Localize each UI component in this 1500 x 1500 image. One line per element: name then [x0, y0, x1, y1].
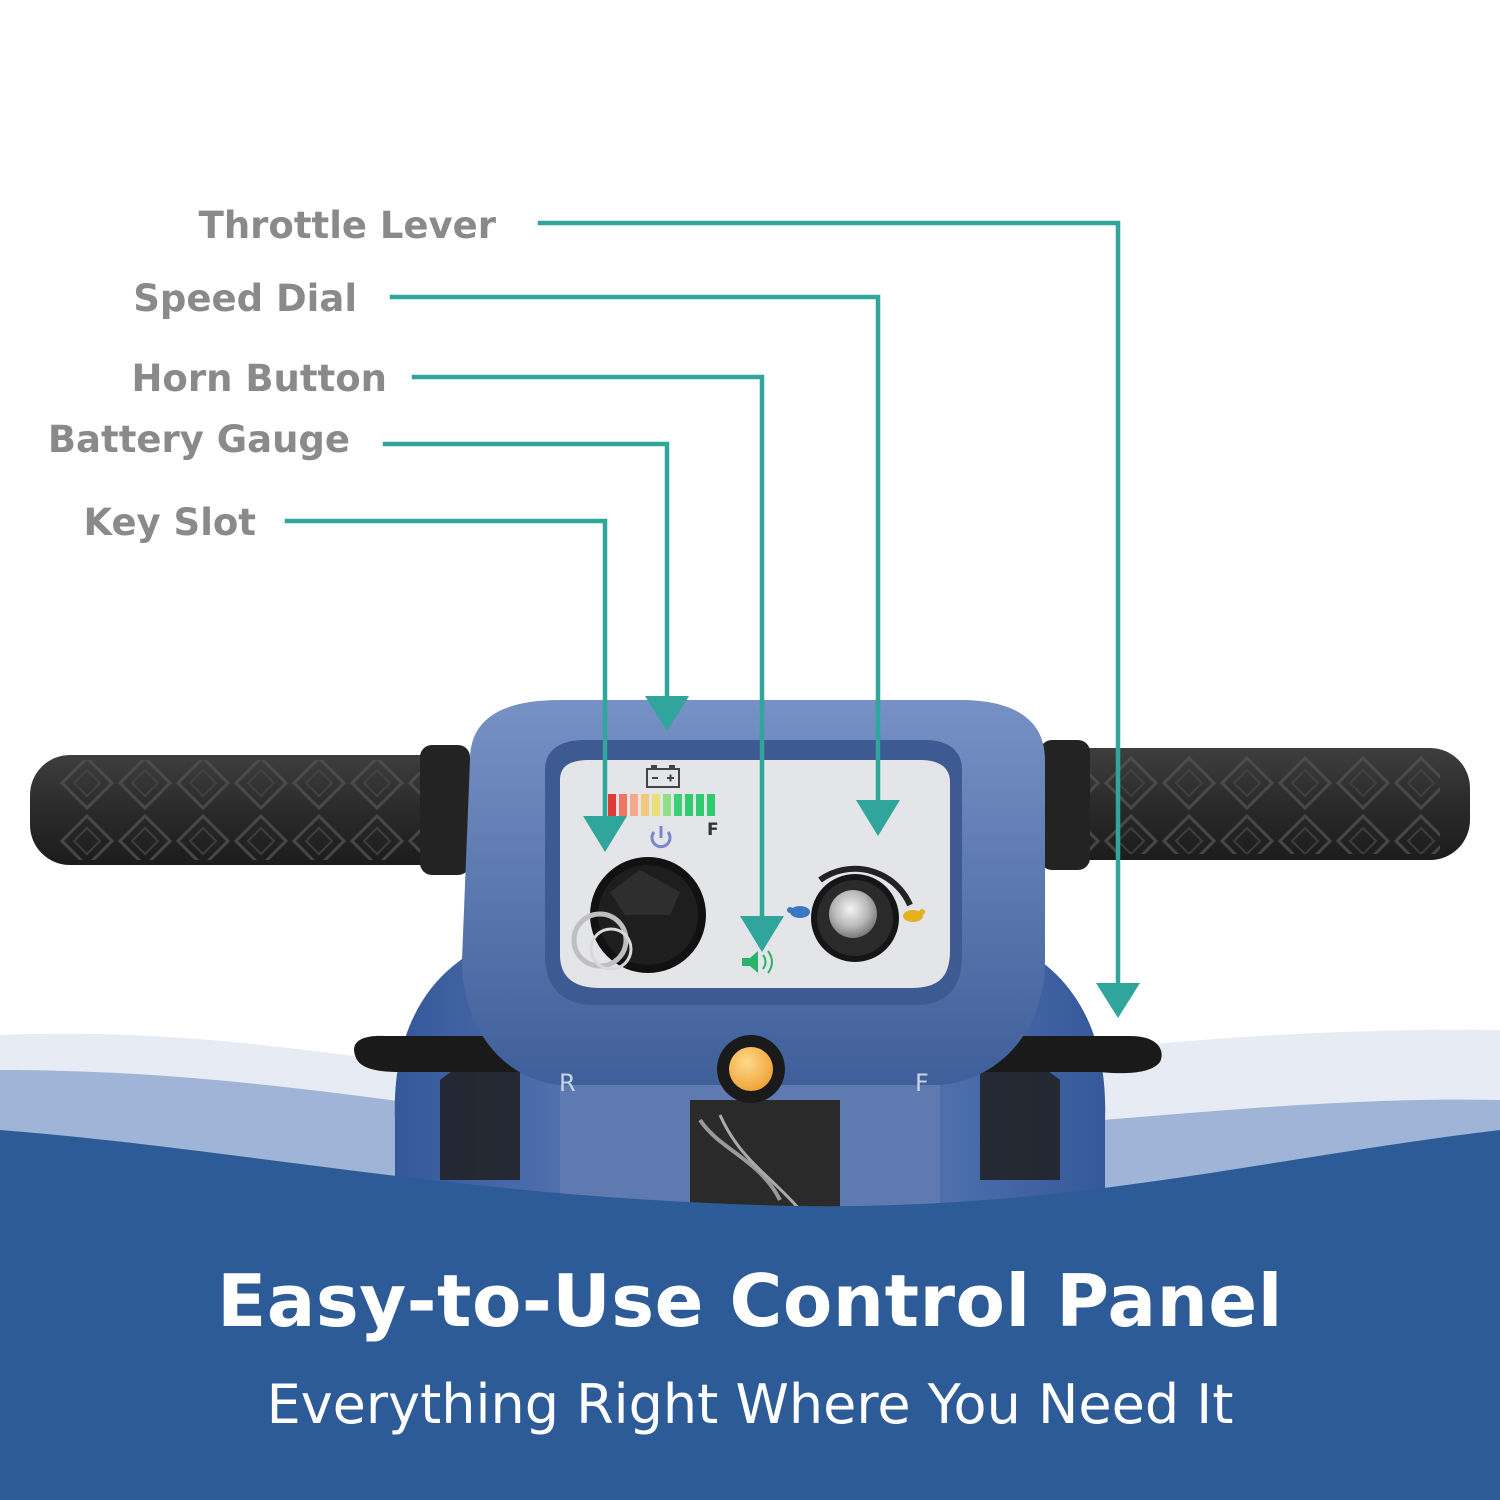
speed-arrowhead — [856, 800, 900, 836]
banner-subtitle: Everything Right Where You Need It — [266, 1373, 1234, 1436]
horn-icon — [742, 950, 773, 974]
rabbit-icon — [903, 909, 925, 922]
battery-gauge-segments — [608, 794, 715, 816]
key-slot — [571, 857, 706, 973]
battery-callout-line — [382, 441, 670, 703]
callout-lines — [284, 220, 1121, 998]
speed-dial — [811, 865, 913, 962]
horn-button-label: Horn Button — [131, 357, 387, 400]
key-arrowhead — [583, 816, 627, 852]
right-handle-grip — [1040, 740, 1470, 870]
horn-button — [717, 1035, 785, 1103]
throttle-arrowhead — [1096, 983, 1140, 1018]
banner-title: Easy-to-Use Control Panel — [217, 1259, 1283, 1343]
battery-icon — [646, 765, 680, 788]
battery-gauge-label: Battery Gauge — [47, 418, 350, 461]
battery-arrowhead — [645, 696, 689, 731]
key-callout-line — [284, 518, 608, 823]
speed-dial-label: Speed Dial — [133, 277, 357, 320]
speed-callout-line — [389, 294, 881, 808]
lever-reverse-mark: R — [559, 1069, 576, 1097]
throttle-callout-line — [537, 220, 1121, 998]
gauge-full-mark: F — [707, 820, 719, 840]
left-handle-grip — [30, 745, 470, 875]
throttle-lever-label: Throttle Lever — [198, 204, 496, 247]
banner-wave — [0, 1130, 1500, 1500]
key-slot-label: Key Slot — [83, 501, 256, 544]
callout-arrowheads — [583, 696, 1140, 1018]
turtle-icon — [787, 906, 810, 918]
horn-arrowhead — [740, 916, 784, 952]
horn-callout-line — [411, 374, 765, 923]
power-icon — [650, 826, 672, 849]
lever-forward-mark: F — [915, 1069, 929, 1097]
